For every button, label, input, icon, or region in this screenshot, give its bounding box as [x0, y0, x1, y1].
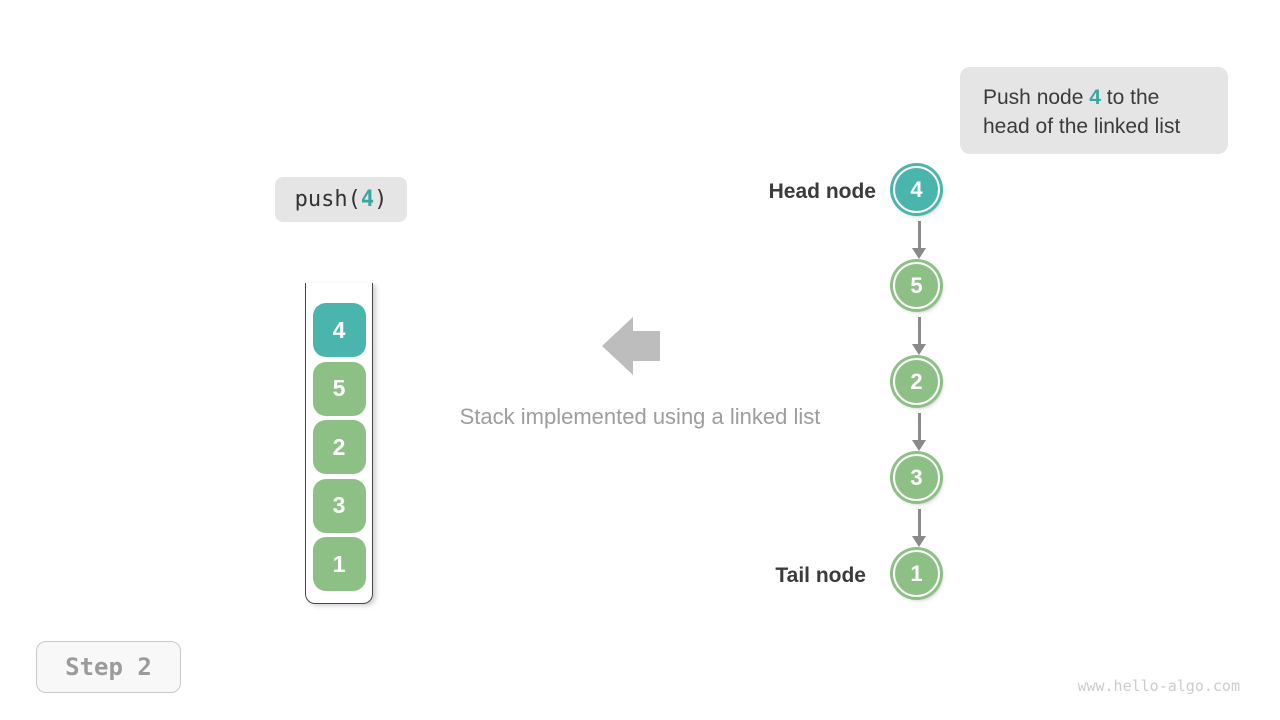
down-arrow-icon — [912, 413, 926, 451]
callout-text-before: Push node — [983, 86, 1090, 109]
callout-text-after: to the — [1100, 86, 1160, 109]
list-node: 4 — [893, 166, 940, 213]
list-node: 3 — [893, 454, 940, 501]
arrow-head — [912, 344, 926, 355]
down-arrow-icon — [912, 221, 926, 259]
list-node: 2 — [893, 358, 940, 405]
callout-value: 4 — [1089, 86, 1101, 109]
stack-node: 3 — [312, 478, 366, 533]
callout-line2: head of the linked list — [983, 115, 1181, 138]
code-prefix: push( — [294, 187, 361, 212]
code-value: 4 — [360, 187, 375, 212]
arrow-line — [917, 317, 921, 345]
arrow-head — [912, 440, 926, 451]
stack-container: 4 5 2 3 1 — [305, 283, 373, 604]
head-node-label: Head node — [768, 180, 876, 203]
tail-node-label: Tail node — [775, 564, 866, 587]
code-suffix: ) — [374, 187, 388, 212]
callout-box: Push node 4 to the head of the linked li… — [960, 67, 1228, 154]
caption-text: Stack implemented using a linked list — [459, 404, 821, 429]
left-arrow-icon — [602, 317, 660, 375]
stack-node: 5 — [312, 361, 366, 416]
push-call-box: push(4) — [275, 177, 407, 222]
list-node: 5 — [893, 262, 940, 309]
down-arrow-icon — [912, 317, 926, 355]
down-arrow-icon — [912, 509, 926, 547]
step-label: Step 2 — [65, 653, 152, 681]
stack-node: 4 — [312, 303, 366, 357]
watermark-text: www.hello-algo.com — [1077, 677, 1240, 695]
arrow-head — [912, 536, 926, 547]
stack-node: 2 — [312, 420, 366, 474]
arrow-line — [917, 509, 921, 537]
list-node: 1 — [893, 550, 940, 597]
step-badge: Step 2 — [36, 641, 181, 693]
arrow-head — [912, 248, 926, 259]
arrow-line — [917, 221, 921, 249]
stack-node: 1 — [312, 537, 366, 591]
arrow-line — [917, 413, 921, 441]
